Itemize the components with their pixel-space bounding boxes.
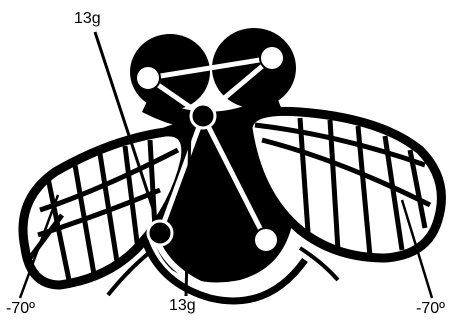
left-angle-label: -70º — [6, 301, 35, 317]
joint-center — [191, 104, 215, 128]
joint-lower-left — [148, 221, 172, 245]
top-weight-label: 13g — [74, 11, 101, 27]
joint-lower-right — [254, 228, 278, 252]
bottom-weight-label: 13g — [169, 298, 196, 314]
joint-eye-right — [260, 46, 284, 70]
left-wing — [23, 132, 186, 285]
right-angle-label: -70º — [416, 301, 445, 317]
joint-eye-left — [136, 66, 160, 90]
